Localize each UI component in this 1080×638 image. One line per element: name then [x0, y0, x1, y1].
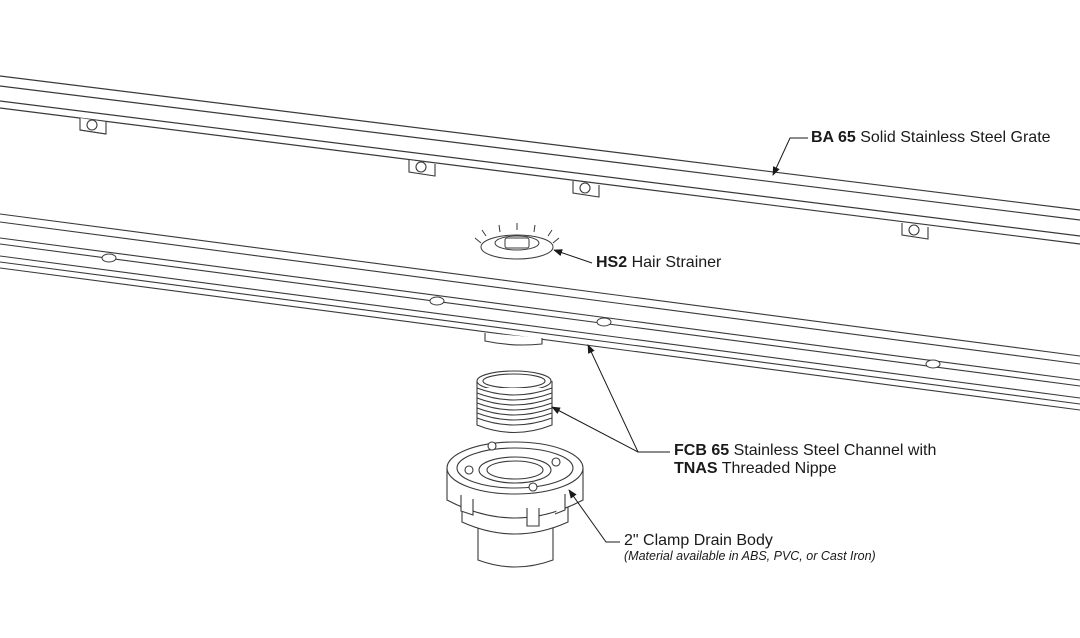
channel-outlet: [484, 333, 543, 346]
nipple-code: TNAS: [674, 460, 718, 477]
leader-lines: [551, 137, 808, 543]
grate-clip: [79, 118, 107, 135]
channel-screw: [101, 253, 941, 369]
drain-material-note: (Material available in ABS, PVC, or Cast…: [624, 549, 876, 563]
grate-code: BA 65: [811, 129, 856, 146]
grate-clip: [901, 223, 929, 240]
channel-text: Stainless Steel Channel with: [733, 442, 937, 459]
clamp-drain-body: [446, 441, 584, 568]
leader-channel: [587, 344, 670, 453]
leader-grate: [772, 137, 808, 176]
leader-nipple: [551, 406, 639, 453]
threaded-nipple: [476, 370, 553, 433]
grate-bar: [0, 75, 1080, 245]
grate-text: Solid Stainless Steel Grate: [860, 129, 1051, 146]
grate-clip: [408, 160, 436, 177]
leader-strainer: [553, 249, 593, 264]
grate-label: BA 65 Solid Stainless Steel Grate: [811, 129, 1051, 147]
strainer-text: Hair Strainer: [631, 254, 722, 271]
channel-code: FCB 65: [674, 442, 730, 459]
nipple-text: Threaded Nippe: [721, 460, 837, 477]
hair-strainer: [474, 223, 560, 260]
leader-drain: [568, 489, 620, 543]
strainer-label: HS2 Hair Strainer: [596, 254, 721, 272]
nipple-label: TNAS Threaded Nippe: [674, 460, 836, 478]
drain-label: 2" Clamp Drain Body: [624, 532, 773, 549]
channel-label: FCB 65 Stainless Steel Channel with: [674, 442, 936, 460]
grate-clip: [572, 181, 600, 198]
strainer-code: HS2: [596, 254, 628, 271]
